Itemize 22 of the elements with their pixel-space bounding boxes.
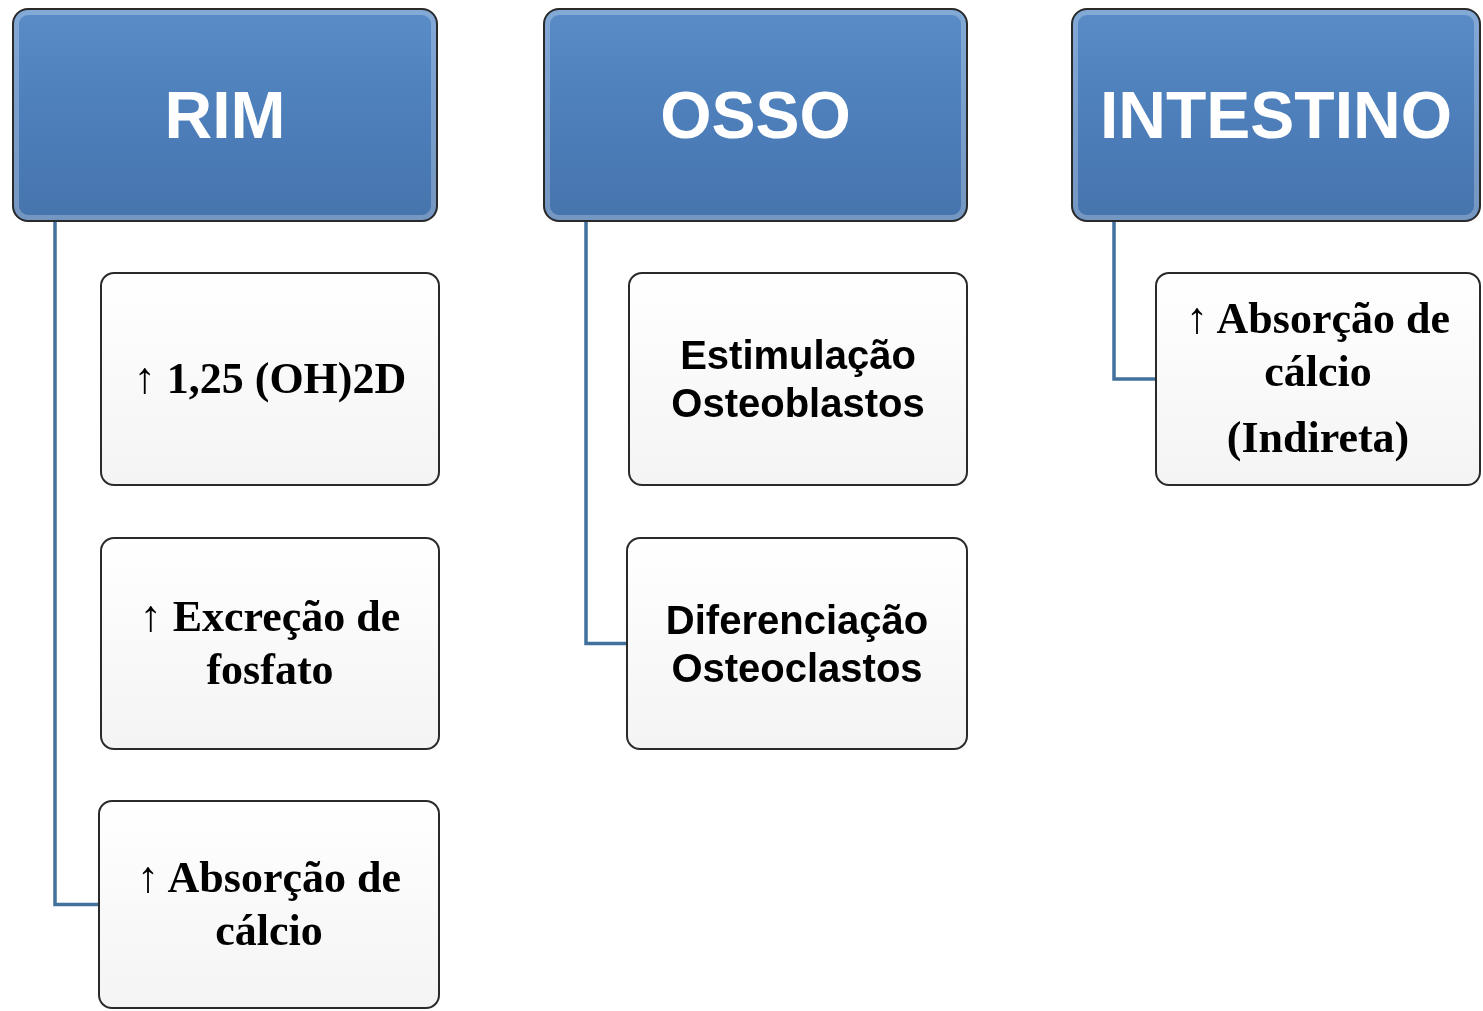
item-card (626, 537, 968, 750)
item-text: (Indireta) (1226, 412, 1410, 465)
header-title: RIM (164, 77, 286, 153)
item-card (100, 537, 440, 750)
connector-line (53, 222, 98, 907)
item-text: ↑ Excreção de fosfato (138, 590, 402, 696)
header-title: INTESTINO (1100, 77, 1452, 153)
item-card (98, 800, 440, 1009)
item-card (628, 272, 968, 486)
header-box (12, 8, 438, 222)
item-text: ↑ Absorção de cálcio (1185, 292, 1451, 398)
item-text: Estimulação Osteoblastos (670, 332, 926, 427)
item-text: Diferenciação Osteoclastos (664, 596, 930, 692)
header-box (1071, 8, 1481, 222)
item-card (100, 272, 440, 486)
item-text: ↑ Absorção de cálcio (136, 851, 402, 957)
connector-line (584, 222, 626, 646)
item-card (1155, 272, 1481, 486)
item-text: ↑ 1,25 (OH)2D (133, 352, 407, 405)
header-box (543, 8, 968, 222)
connector-line (1112, 222, 1155, 381)
header-title: OSSO (660, 77, 851, 153)
